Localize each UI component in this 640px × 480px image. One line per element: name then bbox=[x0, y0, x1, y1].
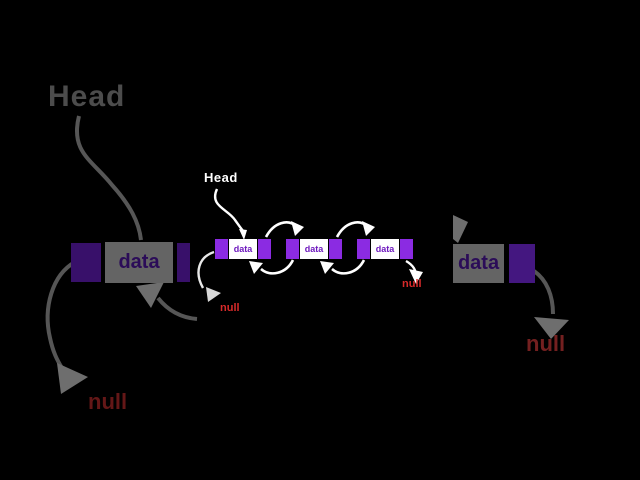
backdrop-node-data-box: data bbox=[105, 242, 173, 283]
tail-null-arrowhead-icon bbox=[409, 269, 423, 284]
backdrop-tail-null-arrow bbox=[532, 269, 555, 315]
prev-arrowhead-1-icon bbox=[249, 261, 263, 274]
backdrop-right-null-label: null bbox=[526, 331, 566, 356]
backdrop-node-next-cell bbox=[177, 243, 190, 282]
prev-arrow-2 bbox=[331, 259, 366, 275]
prev-arrowhead-2-icon bbox=[320, 261, 334, 274]
backdrop-null-arrow bbox=[45, 260, 77, 370]
backdrop-tail-null-arrowhead-icon bbox=[534, 317, 569, 339]
next-arrowhead-1-icon bbox=[291, 221, 304, 236]
head-pointer-arrow bbox=[213, 188, 245, 233]
node3-next-cell bbox=[400, 239, 413, 259]
node2-next-cell bbox=[329, 239, 342, 259]
node3-prev-cell bbox=[357, 239, 370, 259]
node2-prev-cell bbox=[286, 239, 299, 259]
backdrop-prev-arrowhead-icon bbox=[136, 282, 164, 308]
node2-data-box: data bbox=[300, 239, 328, 259]
head-label: Head bbox=[204, 170, 238, 185]
backdrop-node-prev-cell bbox=[71, 243, 101, 282]
tail-null-label: null bbox=[402, 278, 422, 290]
head-null-arrow bbox=[197, 250, 215, 289]
backdrop-right-node-next-cell bbox=[509, 244, 535, 283]
prev-arrow-1 bbox=[260, 259, 295, 275]
node1-next-cell bbox=[258, 239, 271, 259]
node1-prev-cell bbox=[215, 239, 228, 259]
backdrop-wedge-icon bbox=[453, 215, 468, 243]
backdrop-head-arrow bbox=[75, 115, 143, 241]
next-arrowhead-2-icon bbox=[362, 221, 375, 236]
node3-data-box: data bbox=[371, 239, 399, 259]
backdrop-null-arrowhead-icon bbox=[57, 363, 88, 394]
node1-data-box: data bbox=[229, 239, 257, 259]
next-arrow-1 bbox=[264, 221, 297, 238]
backdrop-prev-arrow bbox=[156, 296, 198, 321]
head-pointer-arrowhead-icon bbox=[239, 229, 247, 240]
next-arrow-2 bbox=[335, 221, 368, 238]
head-null-arrowhead-icon bbox=[206, 287, 221, 302]
backdrop-right-node-data-box: data bbox=[453, 244, 504, 283]
backdrop-null-label: null bbox=[88, 389, 128, 414]
backdrop-head-label: Head bbox=[48, 80, 126, 113]
head-null-label: null bbox=[220, 302, 240, 314]
